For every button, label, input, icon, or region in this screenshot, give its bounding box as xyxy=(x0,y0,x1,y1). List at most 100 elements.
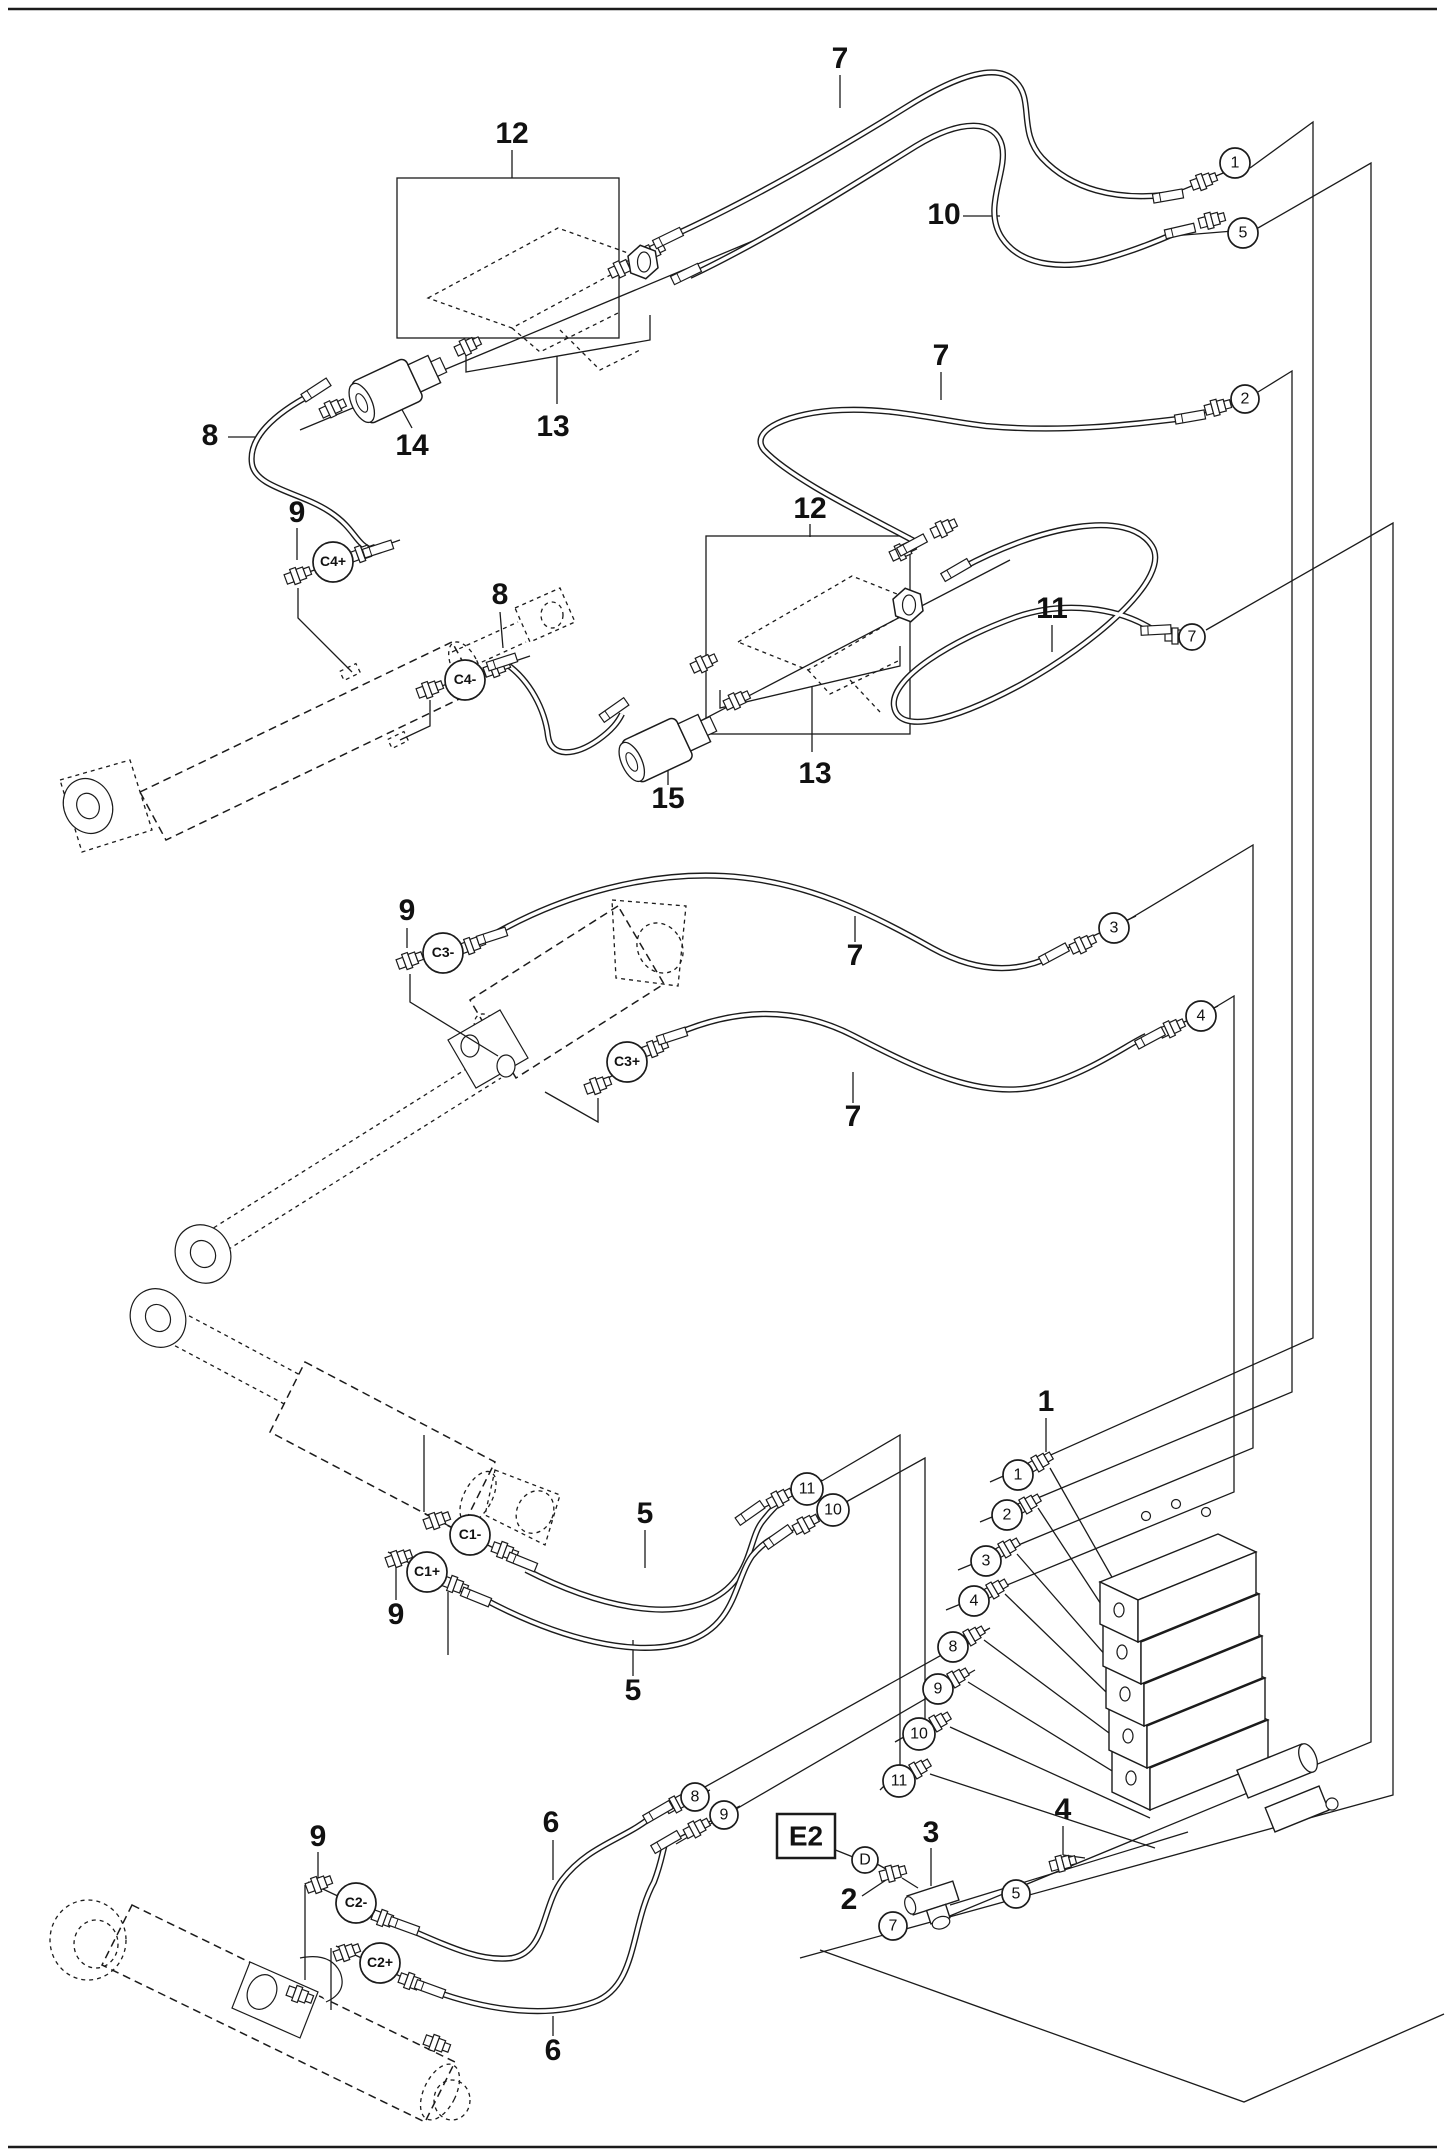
fitting-icon xyxy=(1197,211,1227,231)
callout-text: 2 xyxy=(1241,391,1250,408)
part-label-7: 7 xyxy=(845,1100,862,1133)
hose-ferrule-icon xyxy=(641,1799,675,1825)
part-label-6: 6 xyxy=(545,2034,562,2067)
fitting-icon xyxy=(1203,398,1233,418)
port-callout-text: C4+ xyxy=(320,553,346,569)
port-callout-text: C2+ xyxy=(367,1954,393,1970)
part-label-7: 7 xyxy=(847,939,864,972)
fitting-icon xyxy=(878,1864,908,1884)
page-frame xyxy=(8,7,1437,2149)
callout-10: 10 xyxy=(902,1717,936,1751)
part-label-9: 9 xyxy=(289,496,306,529)
part-label-9: 9 xyxy=(310,1820,327,1853)
fitting-icon xyxy=(929,518,959,539)
hose xyxy=(432,1843,668,2015)
cylinder-c4 xyxy=(59,587,576,853)
hose xyxy=(248,391,376,554)
bracket-12-upper xyxy=(396,177,644,371)
hose xyxy=(524,1503,779,1613)
hose-ferrule-icon xyxy=(505,1551,539,1573)
port-callout-C3+: C3+ xyxy=(606,1041,648,1083)
callout-text: 4 xyxy=(970,1593,979,1610)
fitting-icon xyxy=(318,398,348,419)
callout-text: 3 xyxy=(1110,920,1119,937)
port-callout-C3-: C3- xyxy=(422,932,464,974)
callout-text: 10 xyxy=(910,1726,928,1743)
callout-3: 3 xyxy=(1098,912,1130,944)
quick-coupler-icon xyxy=(348,354,448,424)
part-label-6: 6 xyxy=(543,1806,560,1839)
fitting-icon xyxy=(1068,934,1098,955)
callout-9: 9 xyxy=(922,1673,954,1705)
callout-text: 7 xyxy=(1188,629,1197,646)
hose-ferrule-icon xyxy=(300,377,332,403)
callout-8: 8 xyxy=(680,1782,710,1812)
fitting-icon xyxy=(1025,1451,1055,1474)
fitting-icon xyxy=(791,1513,821,1536)
callout-text: 8 xyxy=(949,1639,958,1656)
port-callout-text: C4- xyxy=(454,671,477,687)
fitting-icon xyxy=(490,1540,520,1560)
port-callout-text: C1+ xyxy=(414,1563,440,1579)
fitting-icon xyxy=(453,336,483,357)
part-label-11: 11 xyxy=(1036,592,1068,625)
callout-text: 1 xyxy=(1014,1467,1023,1484)
callout-text: 11 xyxy=(799,1481,816,1498)
callout-4: 4 xyxy=(958,1585,990,1617)
port-callout-text: C1- xyxy=(459,1526,482,1542)
port-callout-C4+: C4+ xyxy=(312,541,354,583)
hose xyxy=(688,122,1180,279)
callout-text: 4 xyxy=(1197,1008,1206,1025)
callout-7: 7 xyxy=(1178,623,1206,651)
hose xyxy=(503,660,625,756)
quick-coupler-icon xyxy=(618,713,718,783)
port-callout-C4-: C4- xyxy=(444,659,486,701)
fitting-icon xyxy=(583,1076,613,1096)
hose-ferrule-icon xyxy=(1037,942,1071,966)
part-label-9: 9 xyxy=(399,894,416,927)
hose xyxy=(674,1010,1148,1093)
fitting-icon xyxy=(682,1817,712,1840)
port-callout-C1-: C1- xyxy=(449,1514,491,1556)
part-label-7: 7 xyxy=(933,339,950,372)
callout-11: 11 xyxy=(882,1764,916,1798)
callout-1: 1 xyxy=(1002,1459,1034,1491)
callout-5: 5 xyxy=(1227,217,1259,249)
lock-nut-icon xyxy=(627,244,659,280)
hose xyxy=(480,1533,780,1651)
hose-ferrule-icon xyxy=(649,1829,683,1855)
fitting-icon xyxy=(422,2033,452,2053)
part-label-8: 8 xyxy=(202,419,219,452)
hose-ferrule-icon xyxy=(895,533,929,557)
callout-text: 9 xyxy=(720,1807,729,1824)
callout-text: D xyxy=(859,1852,871,1869)
hose xyxy=(890,522,1159,725)
callout-text: 7 xyxy=(889,1918,898,1935)
fitting-icon xyxy=(689,653,719,674)
port-callout-text: C3+ xyxy=(614,1053,640,1069)
callout-11: 11 xyxy=(790,1472,824,1506)
boxed-label-text: E2 xyxy=(789,1820,823,1851)
port-callout-text: C3- xyxy=(432,944,455,960)
part-label-7: 7 xyxy=(832,42,849,75)
hose xyxy=(496,872,1054,972)
hose-ferrule-icon xyxy=(361,539,395,559)
callout-3: 3 xyxy=(970,1545,1002,1577)
part-label-12: 12 xyxy=(495,117,528,150)
hoses xyxy=(248,69,1187,2015)
callout-text: 5 xyxy=(1239,225,1248,242)
part-label-2: 2 xyxy=(841,1883,858,1916)
port-callout-C2-: C2- xyxy=(335,1882,377,1924)
part-label-13: 13 xyxy=(536,410,569,443)
hose-ferrule-icon xyxy=(762,1523,794,1551)
fitting-icon xyxy=(722,690,752,711)
callout-5: 5 xyxy=(1001,1879,1031,1909)
callout-text: 8 xyxy=(691,1789,700,1806)
hose-ferrule-icon xyxy=(669,262,703,286)
callout-text: 2 xyxy=(1003,1507,1012,1524)
port-callout-C1+: C1+ xyxy=(406,1551,448,1593)
hose-ferrule-icon xyxy=(1173,409,1207,425)
hose-ferrule-icon xyxy=(1133,1026,1167,1050)
